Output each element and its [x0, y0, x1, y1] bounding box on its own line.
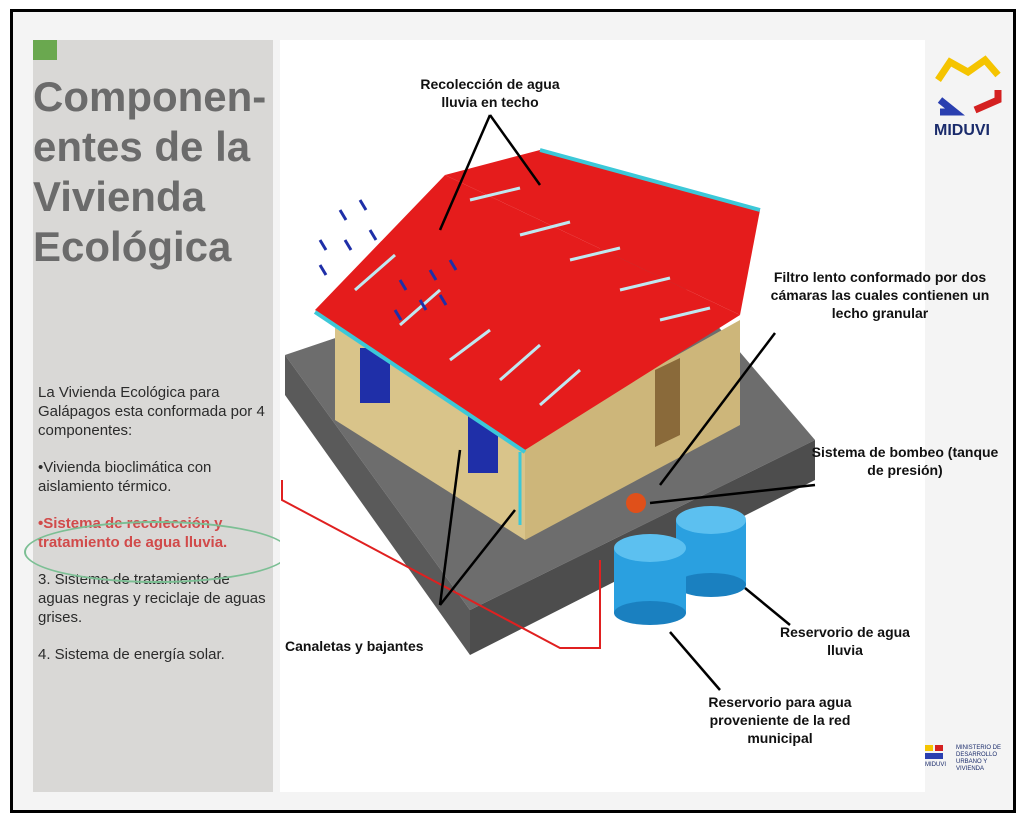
- label-rain-reservoir: Reservorio de agua lluvia: [780, 624, 910, 658]
- ground-slab-side: [285, 355, 470, 655]
- intro-text: La Vivienda Ecológica para Galápagos est…: [38, 384, 265, 439]
- house-front-wall: [525, 320, 740, 540]
- label-filter: Filtro lento conformado por dos cámaras …: [770, 269, 990, 321]
- label-municipal-reservoir: Reservorio para agua proveniente de la r…: [708, 694, 852, 746]
- rain-drops: [318, 199, 458, 321]
- tank-rain: [676, 506, 746, 597]
- miduvi-logo-icon: [935, 55, 1002, 116]
- component-item-1: •Vivienda bioclimática con aislamiento t…: [38, 459, 212, 495]
- small-logo-short: MIDUVI: [925, 762, 946, 768]
- pipe-line: [281, 480, 601, 649]
- roof: [315, 175, 740, 450]
- title-line-2: entes de la: [33, 123, 251, 170]
- title-line-1: Componen-: [33, 73, 267, 120]
- title-line-3: Vivienda: [33, 173, 205, 220]
- slide-title: Componen- entes de la Vivienda Ecológica: [33, 72, 268, 272]
- roof-ridge: [445, 150, 760, 315]
- label-roof: Recolección de agua lluvia en techo: [420, 76, 560, 110]
- component-item-4: 4. Sistema de energía solar.: [38, 646, 225, 663]
- tank-municipal: [614, 534, 686, 625]
- sidebar-panel: [33, 40, 273, 792]
- label-gutters: Canaletas y bajantes: [285, 638, 424, 654]
- door: [655, 358, 680, 447]
- gutter-ridge: [539, 148, 761, 212]
- title-line-4: Ecológica: [33, 223, 232, 270]
- roof-flow-arrows: [354, 186, 711, 407]
- pump: [626, 493, 646, 513]
- small-logo-icon: [925, 745, 943, 759]
- miduvi-logo-text: MIDUVI: [934, 122, 990, 139]
- gutter-eave: [313, 310, 527, 454]
- label-pump: Sistema de bombeo (tanque de presión): [811, 444, 999, 478]
- pointer-arrows: [438, 114, 816, 691]
- accent-square: [33, 40, 57, 60]
- ministry-logo-text: MINISTERIO DE DESARROLLO URBANO Y VIVIEN…: [956, 745, 1002, 772]
